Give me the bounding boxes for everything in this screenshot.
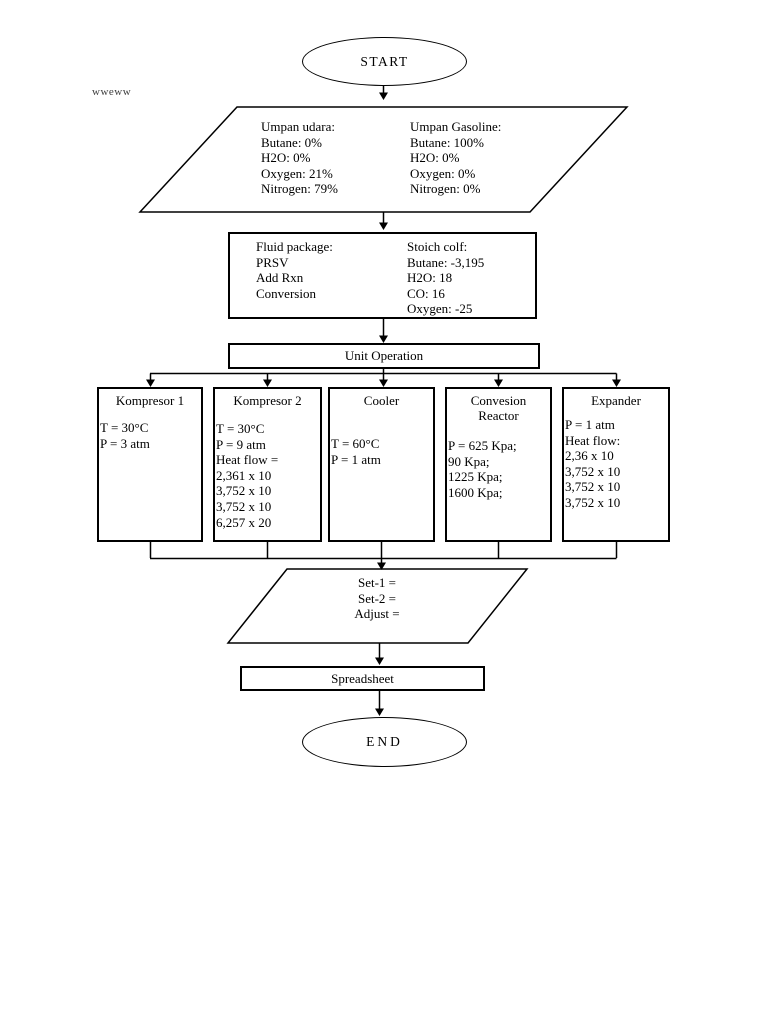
end-terminator: END bbox=[302, 717, 467, 767]
text-line: Conversion bbox=[256, 285, 316, 301]
feed-right-title: Umpan Gasoline: bbox=[410, 119, 502, 134]
text-line: Butane: 100% bbox=[410, 134, 485, 150]
watermark-text: wweww bbox=[92, 86, 132, 98]
spreadsheet-box: Spreadsheet bbox=[240, 666, 485, 691]
text-line: H2O: 0% bbox=[410, 150, 460, 166]
unit-box-lines: P = 625 Kpa;90 Kpa;1225 Kpa;1600 Kpa; bbox=[448, 438, 550, 500]
text-line: P = 3 atm bbox=[100, 435, 150, 451]
feed-right-column: Umpan Gasoline: Butane: 100%H2O: 0%Oxyge… bbox=[410, 119, 501, 197]
text-line: 3,752 x 10 bbox=[565, 463, 621, 479]
arrowhead bbox=[379, 335, 388, 343]
unit-box-title: Cooler bbox=[363, 393, 400, 408]
text-line: Heat flow = bbox=[216, 452, 279, 468]
text-line: 1600 Kpa; bbox=[448, 484, 503, 500]
text-line: Stoich colf: bbox=[407, 239, 468, 254]
unit-box-title: Kompresor 1 bbox=[115, 393, 185, 408]
text-line: Oxygen: -25 bbox=[407, 301, 473, 317]
feed-parallelogram-shape bbox=[138, 106, 629, 213]
text-line: 6,257 x 20 bbox=[216, 514, 272, 530]
text-line: 2,361 x 10 bbox=[216, 467, 272, 483]
text-line: 3,752 x 10 bbox=[216, 483, 272, 499]
text-line: Nitrogen: 79% bbox=[261, 181, 338, 197]
text-line: Fluid package: bbox=[256, 239, 333, 254]
unit-operation-label: Unit Operation bbox=[344, 348, 424, 363]
text-line: T = 30°C bbox=[100, 420, 149, 435]
arrowhead bbox=[146, 379, 155, 387]
text-line: P = 1 atm bbox=[565, 417, 615, 432]
feed-left-lines: Butane: 0%H2O: 0%Oxygen: 21%Nitrogen: 79… bbox=[261, 135, 338, 197]
start-terminator: START bbox=[302, 37, 467, 86]
text-line: Butane: 0% bbox=[261, 134, 323, 150]
text-line: H2O: 18 bbox=[407, 270, 453, 286]
arrowhead bbox=[263, 379, 272, 387]
text-line: 3,752 x 10 bbox=[565, 479, 621, 495]
spreadsheet-label: Spreadsheet bbox=[331, 670, 394, 686]
text-line: 1225 Kpa; bbox=[448, 469, 503, 485]
arrowhead bbox=[375, 657, 384, 665]
feed-right-lines: Butane: 100%H2O: 0%Oxygen: 0%Nitrogen: 0… bbox=[410, 135, 501, 197]
text-line: P = 9 atm bbox=[216, 436, 266, 452]
text-line: H2O: 0% bbox=[261, 150, 311, 166]
text-line: 3,752 x 10 bbox=[565, 494, 621, 510]
arrowhead bbox=[379, 92, 388, 100]
text-line: Oxygen: 21% bbox=[261, 165, 333, 181]
arrowhead bbox=[379, 379, 388, 387]
text-line: P = 625 Kpa; bbox=[448, 438, 517, 453]
set-parallelogram-shape bbox=[226, 568, 529, 644]
text-line: PRSV bbox=[256, 254, 289, 270]
text-line: T = 30°C bbox=[216, 421, 265, 436]
unit-operation-box: Unit Operation bbox=[228, 343, 540, 369]
unit-box-title: Expander bbox=[591, 393, 641, 408]
text-line: Nitrogen: 0% bbox=[410, 181, 481, 197]
text-line: 90 Kpa; bbox=[448, 453, 490, 469]
text-line: 3,752 x 10 bbox=[216, 498, 272, 514]
unit-box-conversion-reactor: Convesion Reactor P = 625 Kpa;90 Kpa;122… bbox=[445, 387, 552, 542]
arrowhead bbox=[379, 222, 388, 230]
feed-left-title: Umpan udara: bbox=[261, 119, 336, 134]
arrowhead bbox=[377, 562, 386, 570]
unit-box-title: Convesion Reactor bbox=[470, 393, 527, 423]
text-line: Heat flow: bbox=[565, 432, 621, 448]
text-line: P = 1 atm bbox=[331, 451, 381, 467]
arrowhead bbox=[375, 708, 384, 716]
set-parallelogram-lines: Set-1 =Set-2 =Adjust = bbox=[277, 575, 477, 622]
text-line: Oxygen: 0% bbox=[410, 165, 476, 181]
text-line: Butane: -3,195 bbox=[407, 254, 485, 270]
unit-box-title: Kompresor 2 bbox=[233, 393, 302, 408]
arrowhead bbox=[494, 379, 503, 387]
text-line: Add Rxn bbox=[256, 270, 304, 286]
arrowhead bbox=[612, 379, 621, 387]
end-label: END bbox=[366, 734, 403, 749]
text-line: 2,36 x 10 bbox=[565, 448, 614, 464]
text-line: T = 60°C bbox=[331, 436, 380, 451]
text-line: CO: 16 bbox=[407, 285, 445, 301]
feed-left-column: Umpan udara: Butane: 0%H2O: 0%Oxygen: 21… bbox=[261, 119, 338, 197]
text-line: Set-2 = bbox=[357, 590, 397, 606]
text-line: Adjust = bbox=[354, 606, 400, 622]
start-label: START bbox=[360, 53, 409, 69]
text-line: Set-1 = bbox=[357, 575, 397, 590]
